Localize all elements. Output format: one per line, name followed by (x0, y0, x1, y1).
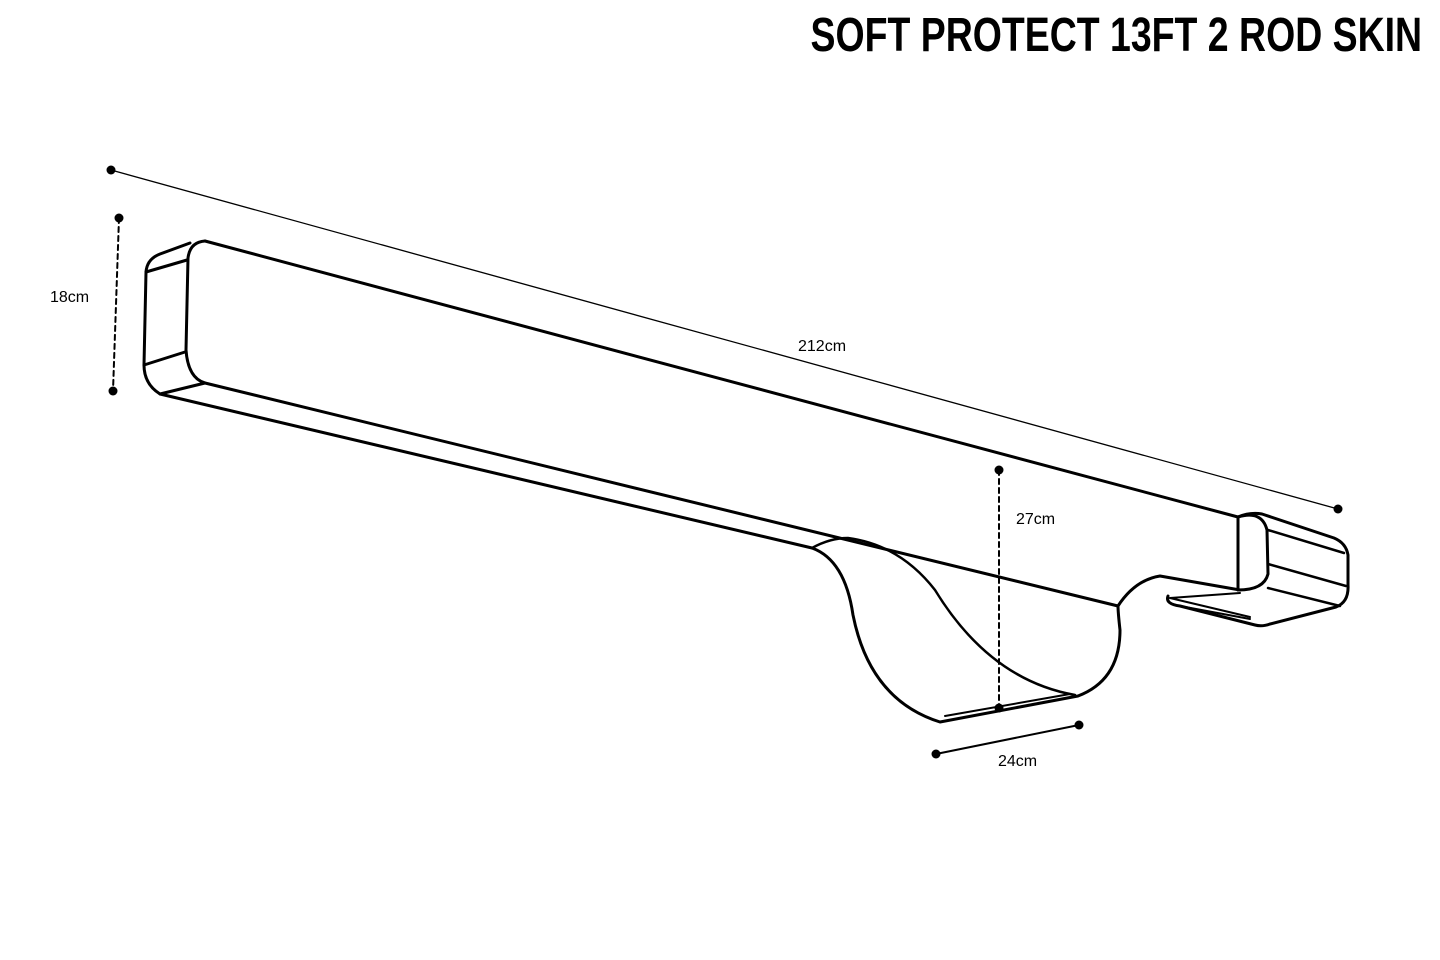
dimension-endpoints (106, 165, 1343, 759)
belly-curve (810, 536, 1077, 697)
length-label: 212cm (798, 338, 847, 355)
dimension-18 (112, 217, 120, 392)
right-end-cap (1236, 513, 1270, 592)
right-underside (1116, 574, 1242, 608)
front-face (184, 239, 207, 385)
product-title: SOFT PROTECT 13FT 2 ROD SKIN (810, 9, 1422, 62)
height-label: 18cm (50, 289, 90, 306)
depth-label: 27cm (1016, 511, 1056, 528)
dimension-212 (110, 169, 1339, 510)
bottom-outer-edge (158, 392, 814, 550)
left-end-cap (142, 241, 207, 396)
front-bottom-edge (203, 381, 1120, 608)
top-edge (203, 239, 1240, 519)
dimension-24 (935, 724, 1080, 755)
width-label: 24cm (998, 753, 1038, 770)
